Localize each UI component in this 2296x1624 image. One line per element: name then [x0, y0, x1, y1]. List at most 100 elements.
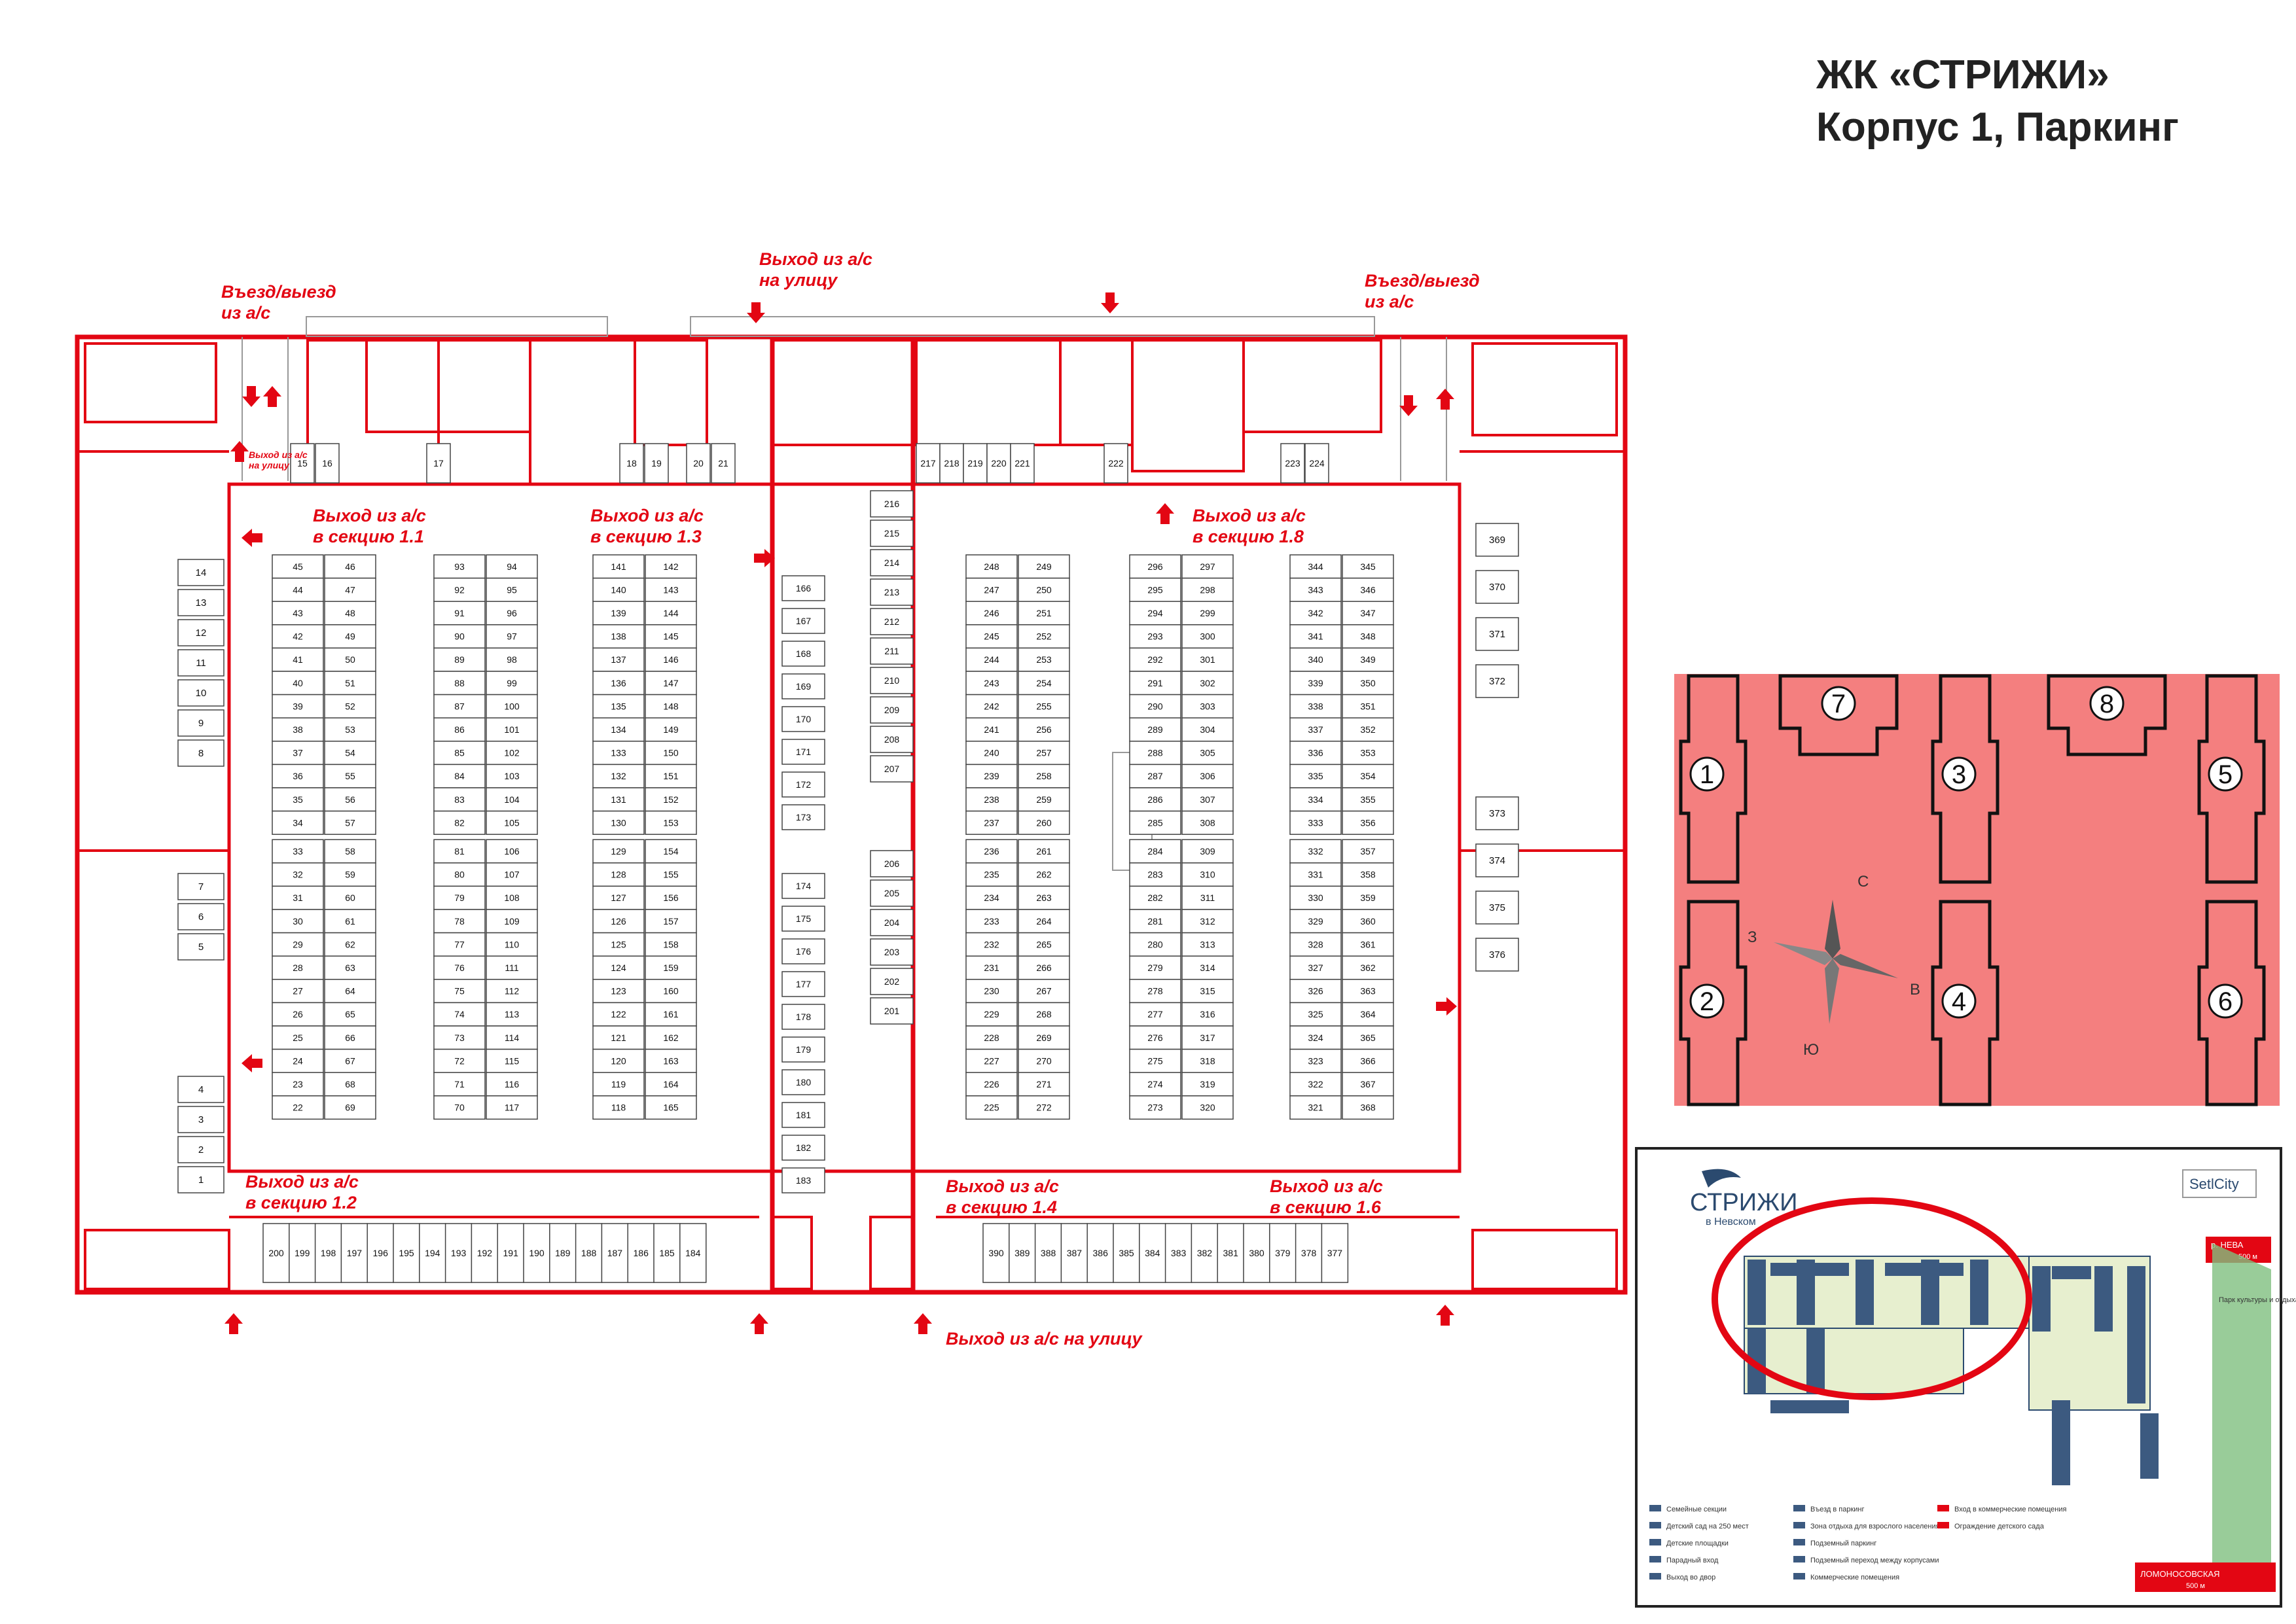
parking-space-116[interactable]: 116: [486, 1072, 538, 1097]
parking-space-281[interactable]: 281: [1129, 909, 1181, 934]
parking-space-298[interactable]: 298: [1181, 577, 1234, 602]
parking-space-190[interactable]: 190: [523, 1223, 550, 1283]
parking-space-327[interactable]: 327: [1289, 955, 1342, 980]
parking-space-20[interactable]: 20: [686, 443, 711, 484]
parking-space-65[interactable]: 65: [324, 1002, 376, 1027]
parking-space-17[interactable]: 17: [426, 443, 451, 484]
parking-space-223[interactable]: 223: [1280, 443, 1305, 484]
parking-space-26[interactable]: 26: [272, 1002, 324, 1027]
parking-space-377[interactable]: 377: [1321, 1223, 1349, 1283]
parking-space-244[interactable]: 244: [965, 647, 1018, 672]
parking-space-362[interactable]: 362: [1342, 955, 1394, 980]
parking-space-229[interactable]: 229: [965, 1002, 1018, 1027]
parking-space-172[interactable]: 172: [781, 771, 825, 798]
parking-space-140[interactable]: 140: [592, 577, 645, 602]
parking-space-52[interactable]: 52: [324, 694, 376, 718]
parking-space-230[interactable]: 230: [965, 979, 1018, 1004]
parking-space-297[interactable]: 297: [1181, 554, 1234, 579]
parking-space-339[interactable]: 339: [1289, 671, 1342, 696]
parking-space-262[interactable]: 262: [1018, 862, 1070, 887]
parking-space-134[interactable]: 134: [592, 717, 645, 742]
parking-space-179[interactable]: 179: [781, 1036, 825, 1063]
parking-space-375[interactable]: 375: [1475, 891, 1519, 925]
parking-space-202[interactable]: 202: [870, 968, 914, 995]
parking-space-250[interactable]: 250: [1018, 577, 1070, 602]
parking-space-199[interactable]: 199: [289, 1223, 316, 1283]
parking-space-166[interactable]: 166: [781, 575, 825, 601]
parking-space-136[interactable]: 136: [592, 671, 645, 696]
parking-space-287[interactable]: 287: [1129, 764, 1181, 788]
parking-space-218[interactable]: 218: [939, 443, 964, 484]
parking-space-369[interactable]: 369: [1475, 523, 1519, 557]
parking-space-203[interactable]: 203: [870, 938, 914, 966]
parking-space-319[interactable]: 319: [1181, 1072, 1234, 1097]
parking-space-44[interactable]: 44: [272, 577, 324, 602]
parking-space-238[interactable]: 238: [965, 787, 1018, 812]
parking-space-341[interactable]: 341: [1289, 624, 1342, 649]
parking-space-371[interactable]: 371: [1475, 617, 1519, 651]
parking-space-283[interactable]: 283: [1129, 862, 1181, 887]
parking-space-293[interactable]: 293: [1129, 624, 1181, 649]
parking-space-157[interactable]: 157: [645, 909, 697, 934]
parking-space-280[interactable]: 280: [1129, 932, 1181, 957]
parking-space-310[interactable]: 310: [1181, 862, 1234, 887]
parking-space-85[interactable]: 85: [433, 741, 486, 766]
parking-space-177[interactable]: 177: [781, 971, 825, 997]
parking-space-222[interactable]: 222: [1103, 443, 1128, 484]
parking-space-239[interactable]: 239: [965, 764, 1018, 788]
parking-space-261[interactable]: 261: [1018, 839, 1070, 864]
parking-space-77[interactable]: 77: [433, 932, 486, 957]
parking-space-152[interactable]: 152: [645, 787, 697, 812]
parking-space-9[interactable]: 9: [177, 709, 224, 737]
parking-space-311[interactable]: 311: [1181, 885, 1234, 910]
parking-space-122[interactable]: 122: [592, 1002, 645, 1027]
parking-space-347[interactable]: 347: [1342, 601, 1394, 626]
parking-space-150[interactable]: 150: [645, 741, 697, 766]
parking-space-151[interactable]: 151: [645, 764, 697, 788]
parking-space-324[interactable]: 324: [1289, 1025, 1342, 1050]
parking-space-19[interactable]: 19: [644, 443, 669, 484]
parking-space-82[interactable]: 82: [433, 810, 486, 835]
parking-space-117[interactable]: 117: [486, 1095, 538, 1120]
parking-space-351[interactable]: 351: [1342, 694, 1394, 718]
parking-space-96[interactable]: 96: [486, 601, 538, 626]
parking-space-102[interactable]: 102: [486, 741, 538, 766]
parking-space-303[interactable]: 303: [1181, 694, 1234, 718]
parking-space-232[interactable]: 232: [965, 932, 1018, 957]
parking-space-165[interactable]: 165: [645, 1095, 697, 1120]
parking-space-47[interactable]: 47: [324, 577, 376, 602]
parking-space-39[interactable]: 39: [272, 694, 324, 718]
parking-space-182[interactable]: 182: [781, 1135, 825, 1161]
parking-space-119[interactable]: 119: [592, 1072, 645, 1097]
parking-space-317[interactable]: 317: [1181, 1025, 1234, 1050]
parking-space-30[interactable]: 30: [272, 909, 324, 934]
parking-space-174[interactable]: 174: [781, 873, 825, 899]
parking-space-10[interactable]: 10: [177, 679, 224, 707]
parking-space-59[interactable]: 59: [324, 862, 376, 887]
parking-space-29[interactable]: 29: [272, 932, 324, 957]
parking-space-208[interactable]: 208: [870, 726, 914, 753]
parking-space-290[interactable]: 290: [1129, 694, 1181, 718]
parking-space-143[interactable]: 143: [645, 577, 697, 602]
parking-space-109[interactable]: 109: [486, 909, 538, 934]
parking-space-149[interactable]: 149: [645, 717, 697, 742]
parking-space-74[interactable]: 74: [433, 1002, 486, 1027]
parking-space-354[interactable]: 354: [1342, 764, 1394, 788]
parking-space-336[interactable]: 336: [1289, 741, 1342, 766]
parking-space-216[interactable]: 216: [870, 490, 914, 518]
parking-space-364[interactable]: 364: [1342, 1002, 1394, 1027]
parking-space-168[interactable]: 168: [781, 641, 825, 667]
parking-space-343[interactable]: 343: [1289, 577, 1342, 602]
parking-space-291[interactable]: 291: [1129, 671, 1181, 696]
parking-space-358[interactable]: 358: [1342, 862, 1394, 887]
parking-space-219[interactable]: 219: [963, 443, 988, 484]
parking-space-350[interactable]: 350: [1342, 671, 1394, 696]
parking-space-181[interactable]: 181: [781, 1102, 825, 1128]
parking-space-68[interactable]: 68: [324, 1072, 376, 1097]
parking-space-366[interactable]: 366: [1342, 1048, 1394, 1073]
parking-space-198[interactable]: 198: [314, 1223, 342, 1283]
parking-space-66[interactable]: 66: [324, 1025, 376, 1050]
parking-space-1[interactable]: 1: [177, 1166, 224, 1193]
parking-space-7[interactable]: 7: [177, 873, 224, 900]
parking-space-114[interactable]: 114: [486, 1025, 538, 1050]
